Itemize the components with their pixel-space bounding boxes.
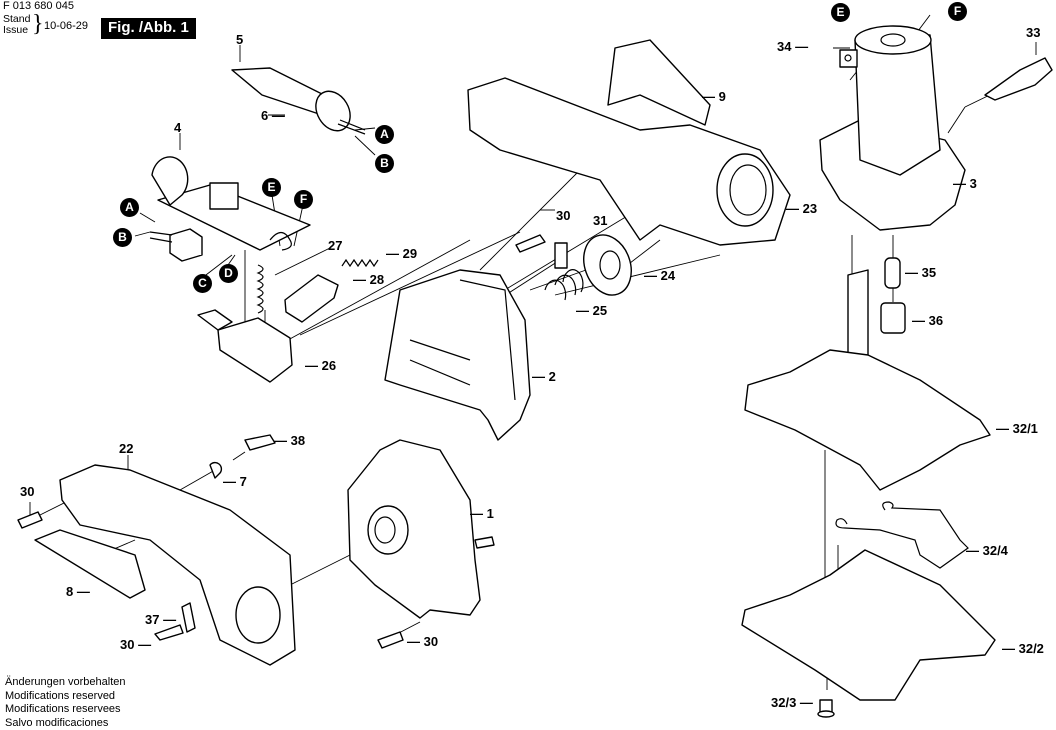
label-part-32-4: — 32/4 (966, 543, 1008, 558)
label-part-32-3: 32/3 — (771, 695, 813, 710)
label-part-3: — 3 (953, 176, 977, 191)
part-9-23-upper-housing (468, 40, 790, 245)
label-part-23: — 23 (786, 201, 817, 216)
label-part-4: 4 (174, 120, 181, 135)
label-part-2: — 2 (532, 369, 556, 384)
label-part-24: — 24 (644, 268, 675, 283)
footer-disclaimer: Änderungen vorbehalten Modifications res… (5, 676, 125, 730)
label-part-9: — 9 (702, 89, 726, 104)
footer-line-es: Salvo modificaciones (5, 717, 125, 730)
connector-marker-b-cable: B (375, 154, 394, 173)
part-5-6-cable-sleeve (232, 68, 365, 134)
label-part-1: — 1 (470, 506, 494, 521)
label-part-8: 8 — (66, 584, 90, 599)
connector-marker-c: C (193, 274, 212, 293)
connector-marker-f-board: F (294, 190, 313, 209)
label-part-7: — 7 (223, 474, 247, 489)
label-part-32-2: — 32/2 (1002, 641, 1044, 656)
footer-line-en: Modifications reserved (5, 690, 125, 704)
part-22-8-37-handle (18, 435, 295, 665)
label-part-6: 6 — (261, 108, 285, 123)
label-part-30-lower: 30 — (120, 637, 151, 652)
connector-marker-d: D (219, 264, 238, 283)
label-part-25: — 25 (576, 303, 607, 318)
part-32-1-base (745, 258, 990, 490)
part-3-motor (820, 26, 1052, 230)
part-1-gear-housing (348, 440, 494, 648)
connector-marker-a-board: A (120, 198, 139, 217)
label-part-37: 37 — (145, 612, 176, 627)
label-part-31: 31 (593, 213, 607, 228)
connector-marker-e-board: E (262, 178, 281, 197)
label-part-34: 34 — (777, 39, 808, 54)
label-part-30-center: 30 (556, 208, 570, 223)
label-part-30-gear: — 30 (407, 634, 438, 649)
part-4-electronics-board (150, 157, 310, 261)
footer-line-de: Änderungen vorbehalten (5, 676, 125, 690)
label-part-29: — 29 (386, 246, 417, 261)
label-part-38: — 38 (274, 433, 305, 448)
connector-marker-b-board: B (113, 228, 132, 247)
label-part-33: 33 (1026, 25, 1040, 40)
label-part-28: — 28 (353, 272, 384, 287)
label-part-26: — 26 (305, 358, 336, 373)
part-2-handle-housing (385, 270, 530, 440)
connector-marker-a-cable: A (375, 125, 394, 144)
label-part-32-1: — 32/1 (996, 421, 1038, 436)
footer-line-fr: Modifications reservees (5, 703, 125, 717)
connector-marker-e-motor: E (831, 3, 850, 22)
label-part-30-handle: 30 (20, 484, 34, 499)
connector-marker-f-motor: F (948, 2, 967, 21)
label-part-36: — 36 (912, 313, 943, 328)
part-32-2-4-3-foot (742, 502, 995, 717)
label-part-27: 27 (328, 238, 342, 253)
label-part-35: — 35 (905, 265, 936, 280)
label-part-22: 22 (119, 441, 133, 456)
label-part-5: 5 (236, 32, 243, 47)
